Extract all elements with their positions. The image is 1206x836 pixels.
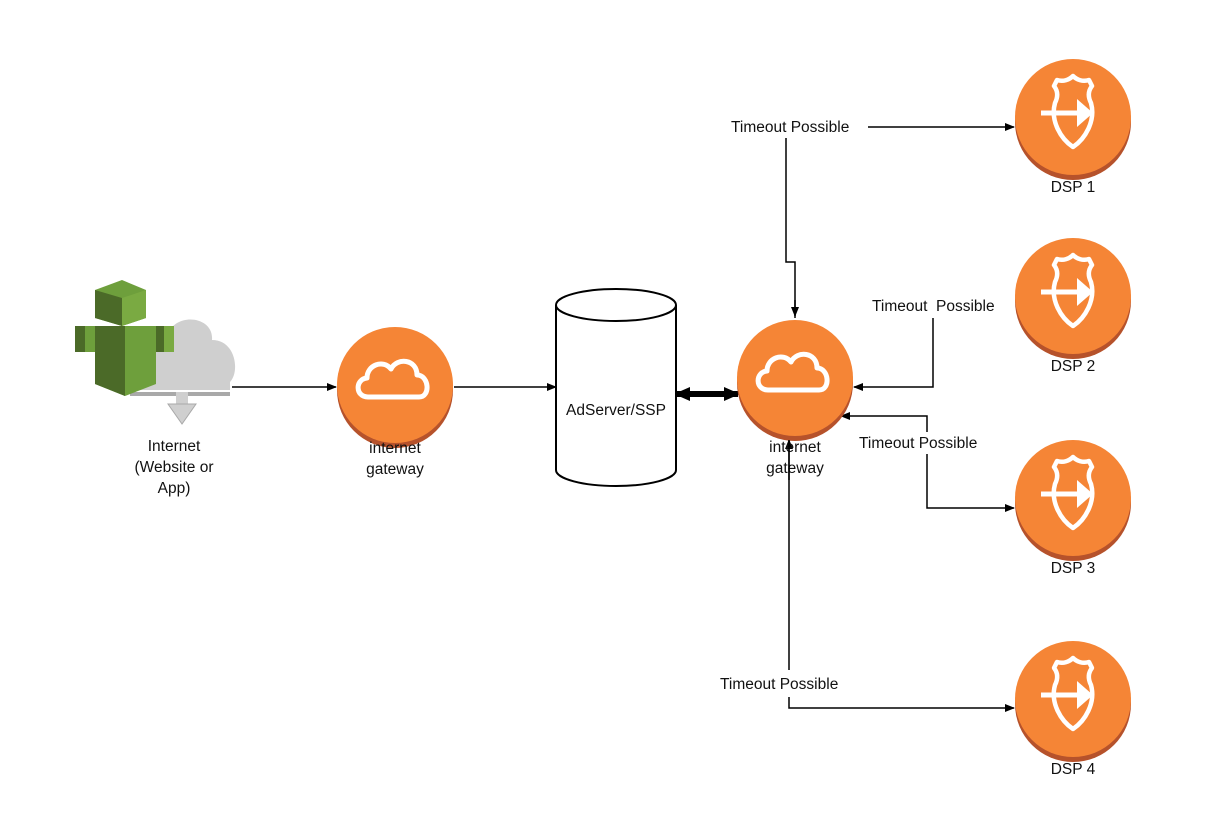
edge-gateway-to-dsp4 [785, 439, 1015, 712]
edge-label-dsp1: Timeout Possible [731, 119, 849, 136]
dsp-2-label: DSP 2 [1051, 358, 1096, 375]
dsp-3-label: DSP 3 [1051, 560, 1096, 577]
dsp-4-node[interactable]: DSP 4 [1015, 641, 1131, 778]
edge-label-dsp3: Timeout Possible [859, 435, 977, 452]
user-icon [75, 280, 174, 396]
edge-dsp2-to-gateway [853, 318, 934, 391]
adserver-ssp-database[interactable]: AdServer/SSP [555, 288, 677, 487]
edge-gateway-dsp3 [840, 412, 1015, 512]
client-label-line2: (Website or [135, 459, 214, 476]
client-label-line1: Internet [148, 438, 201, 455]
adserver-label: AdServer/SSP [566, 402, 666, 419]
client-node[interactable]: Internet (Website or App) [75, 280, 236, 497]
client-label-line3: App) [158, 480, 191, 497]
gateway-right-label-line2: gateway [766, 460, 824, 477]
edge-label-dsp4: Timeout Possible [720, 676, 838, 693]
dsp-2-node[interactable]: DSP 2 [1015, 238, 1131, 375]
internet-gateway-left[interactable]: internet gateway [337, 327, 453, 478]
dsp-4-label: DSP 4 [1051, 761, 1096, 778]
gateway-left-label-line2: gateway [366, 461, 424, 478]
internet-gateway-right[interactable]: internet gateway [737, 320, 853, 480]
dsp-3-node[interactable]: DSP 3 [1015, 440, 1131, 577]
dsp-1-node[interactable]: DSP 1 [1015, 59, 1131, 196]
dsp-1-label: DSP 1 [1051, 179, 1096, 196]
edge-gateway-to-dsp1 [785, 123, 1015, 318]
edge-label-dsp2: Timeout Possible [872, 298, 995, 315]
gateway-left-label-line1: internet [369, 440, 421, 457]
gateway-right-label-line1: internet [769, 439, 821, 456]
